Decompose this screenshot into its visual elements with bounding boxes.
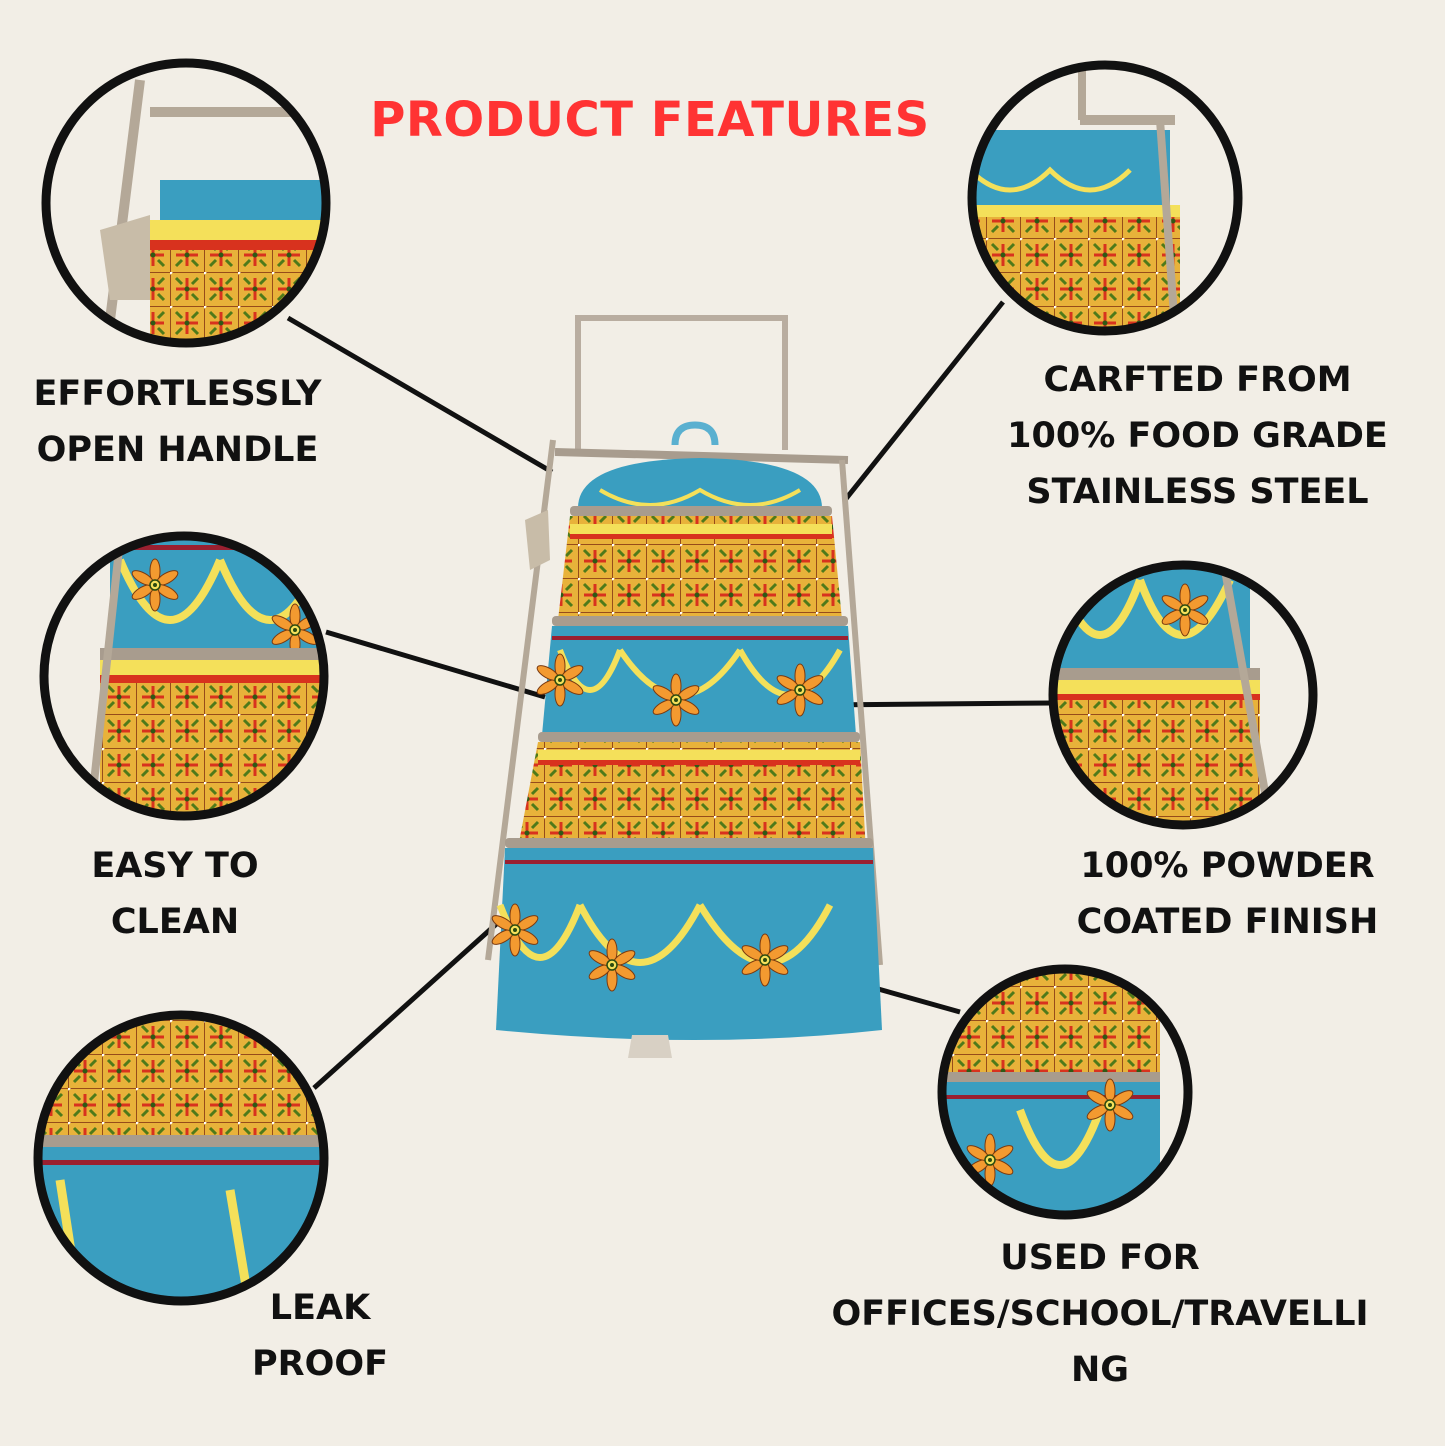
feature-label-handle: EFFORTLESSLY OPEN HANDLE (33, 374, 322, 470)
callout-circle-usage (937, 964, 1193, 1220)
feature-label-leak: LEAK PROOF (251, 1288, 389, 1384)
feature-label-clean: EASY TO CLEAN (91, 846, 259, 942)
callout-circle-steel (967, 60, 1243, 336)
page-title: PRODUCT FEATURES (370, 92, 930, 148)
callout-circle-clean (39, 531, 329, 821)
feature-label-usage: USED FOR OFFICES/SCHOOL/TRAVELLI NG (831, 1238, 1369, 1390)
feature-label-finish: 100% POWDER COATED FINISH (1076, 846, 1379, 942)
feature-label-steel: CARFTED FROM 100% FOOD GRADE STAINLESS S… (1007, 360, 1388, 512)
callout-circle-handle (41, 58, 331, 348)
tiffin-product (485, 315, 883, 1058)
callout-circle-finish (1048, 560, 1318, 830)
